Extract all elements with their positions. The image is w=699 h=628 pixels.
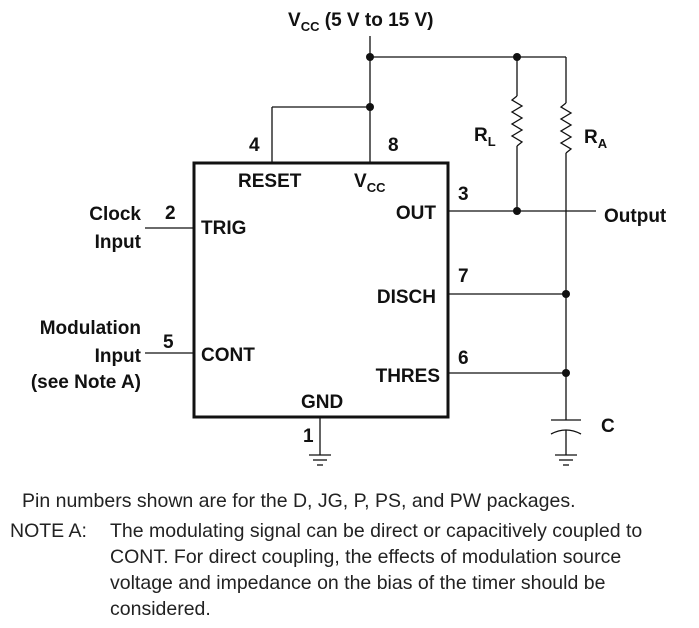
pin-1-number: 1 <box>303 426 314 447</box>
ground-symbol-ic <box>309 417 331 466</box>
resistor-ra <box>559 57 573 420</box>
output-label: Output <box>604 206 667 227</box>
pin-2-number: 2 <box>165 203 176 224</box>
pin-out-label: OUT <box>396 203 437 224</box>
rl-label: RL <box>474 125 496 149</box>
capacitor-c <box>550 419 582 455</box>
note-a-text: The modulating signal can be direct or c… <box>110 520 643 620</box>
pin-7-number: 7 <box>458 266 469 287</box>
pin-disch-label: DISCH <box>377 287 436 308</box>
thres-node <box>562 369 570 377</box>
output-node <box>513 207 521 215</box>
resistor-rl <box>510 57 524 211</box>
pin-vcc-label: VCC <box>354 171 386 195</box>
ra-label: RA <box>584 127 608 151</box>
disch-node <box>562 290 570 298</box>
pin-gnd-label: GND <box>301 392 343 413</box>
supply-wiring <box>271 36 566 163</box>
supply-node <box>366 53 374 61</box>
timer-ic-body <box>192 161 450 419</box>
pin-reset-label: RESET <box>238 171 302 192</box>
ground-symbol-cap <box>555 454 577 466</box>
pin-3-number: 3 <box>458 184 469 205</box>
clock-label-line1: Clock <box>89 204 141 225</box>
pin-6-number: 6 <box>458 348 469 369</box>
package-note: Pin numbers shown are for the D, JG, P, … <box>22 490 576 512</box>
capacitor-label: C <box>601 416 615 437</box>
pin-4-number: 4 <box>249 135 260 156</box>
pin-thres-label: THRES <box>376 366 440 387</box>
clock-label-line2: Input <box>95 232 142 253</box>
note-a-label: NOTE A: <box>10 520 87 542</box>
pin-cont-label: CONT <box>201 345 255 366</box>
reset-node <box>366 103 374 111</box>
pin-8-number: 8 <box>388 135 399 156</box>
modulation-label-line3: (see Note A) <box>31 372 141 393</box>
supply-label: VCC (5 V to 15 V) <box>288 10 434 34</box>
modulation-label-line2: Input <box>95 346 142 367</box>
pin-5-number: 5 <box>163 332 174 353</box>
modulation-label-line1: Modulation <box>40 318 141 339</box>
pin-trig-label: TRIG <box>201 218 246 239</box>
